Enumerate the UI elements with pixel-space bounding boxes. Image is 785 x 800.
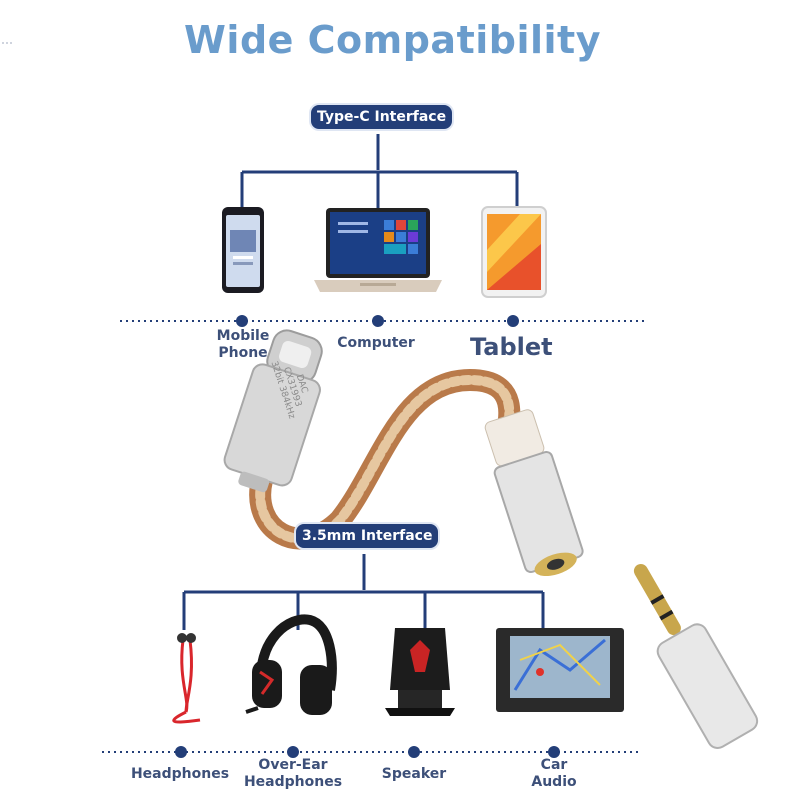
- earphones-icon: [172, 633, 201, 724]
- usb-c-adapter-icon: [223, 329, 759, 749]
- over-ear-dot: [287, 746, 299, 758]
- speaker-label: Speaker: [381, 766, 447, 782]
- computer-label: Computer: [337, 335, 415, 351]
- tablet-label: Tablet: [470, 333, 553, 361]
- headphones-dot: [175, 746, 187, 758]
- car-audio-icon: [496, 628, 624, 712]
- mobile-dot: [236, 315, 248, 327]
- mobile-phone-icon: [222, 207, 264, 293]
- mobile-phone-label: Mobile Phone: [216, 328, 270, 361]
- jack-interface-label: 3.5mm Interface: [296, 524, 439, 548]
- computer-dot: [372, 315, 384, 327]
- car-audio-dot: [548, 746, 560, 758]
- laptop-icon: [314, 208, 442, 292]
- typec-interface-label: Type-C Interface: [311, 105, 453, 129]
- gaming-headset-icon: [245, 614, 337, 715]
- tablet-dot: [507, 315, 519, 327]
- tablet-icon: [481, 206, 547, 298]
- car-audio-label: Car Audio: [531, 757, 577, 790]
- headphones-label: Headphones: [130, 766, 230, 782]
- speaker-icon: [385, 628, 455, 716]
- over-ear-headphones-label: Over-Ear Headphones: [243, 757, 343, 790]
- typec-connector-lines: [240, 134, 519, 208]
- jack-connector-lines: [182, 554, 545, 630]
- speaker-dot: [408, 746, 420, 758]
- page-title: Wide Compatibility: [184, 18, 601, 62]
